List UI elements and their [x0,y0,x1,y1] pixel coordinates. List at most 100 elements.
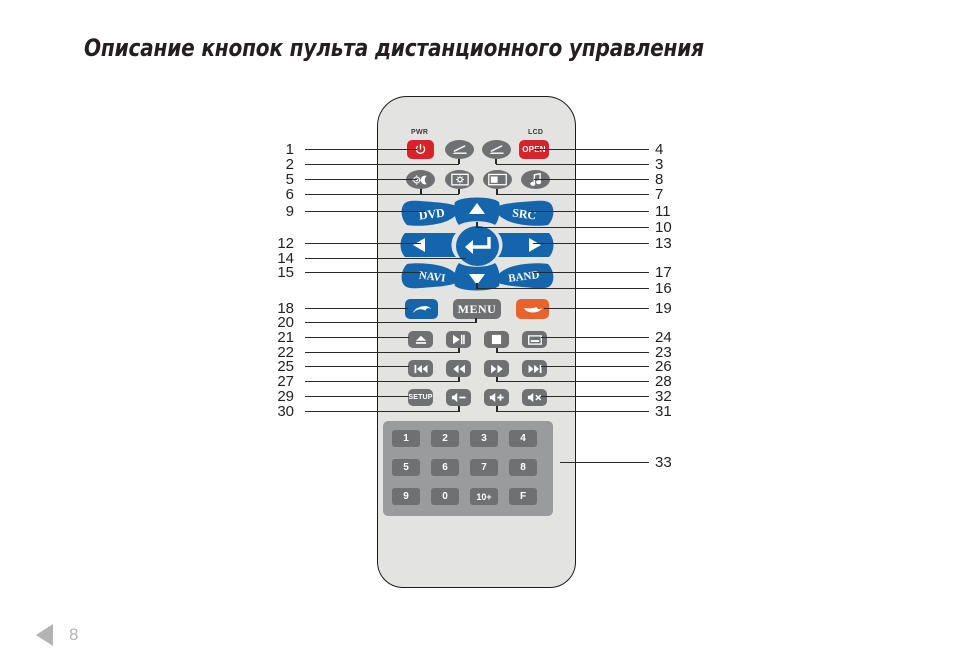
leader-20 [305,322,476,323]
nav-left-button[interactable] [397,229,458,261]
leader-2 [305,164,459,165]
leader-9 [305,211,425,212]
play-pause-button[interactable] [446,331,471,348]
key-1[interactable]: 1 [392,430,420,447]
leader-23 [496,352,649,353]
arrow-right-icon [498,233,554,257]
subtitle-icon [527,334,542,345]
volume-down-icon [451,392,466,403]
stop-button[interactable] [484,331,509,348]
callout-17: 17 [655,264,672,281]
page-title: Описание кнопок пульта дистанционного уп… [84,34,704,62]
volume-up-button[interactable] [484,389,509,406]
callout-1: 1 [285,141,294,158]
arrow-up-icon [454,197,500,225]
key-6[interactable]: 6 [431,459,459,476]
svg-text:BAND: BAND [508,269,540,285]
fast-forward-icon [490,364,503,373]
brightness-contrast-button[interactable] [406,170,435,189]
next-track-button[interactable] [522,360,547,377]
subtitle-button[interactable] [522,331,547,348]
tick-28 [496,377,498,382]
callout-26: 26 [655,358,672,375]
leader-11 [529,211,649,212]
callout-16: 16 [655,280,672,297]
tilt-down-button[interactable] [482,140,511,159]
display-mode-button[interactable] [483,170,512,189]
leader-27 [305,381,459,382]
callout-7: 7 [655,186,664,203]
mute-button[interactable] [522,389,547,406]
dvd-button[interactable]: DVD [399,199,461,227]
leader-19 [544,308,649,309]
key-0[interactable]: 0 [431,488,459,505]
eject-button[interactable] [408,331,433,348]
tilt-up-button[interactable] [445,140,474,159]
band-button[interactable]: BAND [494,262,556,290]
key-7[interactable]: 7 [470,459,498,476]
nav-right-button[interactable] [496,229,557,261]
nav-enter-button[interactable] [455,225,500,267]
power-button[interactable] [407,140,434,159]
power-icon [415,143,426,154]
nav-up-button[interactable] [452,195,502,226]
next-track-icon [528,364,541,373]
volume-down-button[interactable] [446,389,471,406]
enter-icon [456,226,499,266]
key-3[interactable]: 3 [470,430,498,447]
src-button[interactable]: SRC [494,199,556,227]
leader-4 [534,149,649,150]
key-4[interactable]: 4 [509,430,537,447]
navi-button[interactable]: NAVI [399,262,461,290]
call-answer-button[interactable] [405,299,438,319]
key-f[interactable]: F [509,488,537,505]
callout-27: 27 [277,373,294,390]
nav-down-button[interactable] [452,262,502,293]
menu-button[interactable]: MENU [453,299,501,319]
callout-10: 10 [655,219,672,236]
leader-12 [305,243,421,244]
tilt-up-icon [452,144,467,154]
previous-track-icon [414,364,427,373]
tick-3 [458,159,460,164]
callout-19: 19 [655,300,672,317]
previous-track-button[interactable] [408,360,433,377]
tick-16 [476,283,478,289]
callout-5: 5 [285,171,294,188]
key-10plus[interactable]: 10+ [470,488,498,505]
key-8[interactable]: 8 [509,459,537,476]
leader-31 [496,411,649,412]
key-2[interactable]: 2 [431,430,459,447]
callout-29: 29 [277,388,294,405]
triangle-left-icon[interactable] [36,624,53,646]
svg-text:NAVI: NAVI [418,269,446,284]
setup-button[interactable]: SETUP [408,389,433,406]
leader-15 [305,272,421,273]
eject-icon [415,335,426,344]
rewind-button[interactable] [446,360,471,377]
arrow-left-icon [400,233,456,257]
brightness-button[interactable] [445,170,474,189]
key-5[interactable]: 5 [392,459,420,476]
tick-27 [458,377,460,382]
tick-3b [495,159,497,164]
leader-24 [541,337,649,338]
callout-2: 2 [285,156,294,173]
display-mode-icon [488,173,507,186]
callout-6: 6 [285,186,294,203]
fast-forward-button[interactable] [484,360,509,377]
key-9[interactable]: 9 [392,488,420,505]
leader-13 [533,243,649,244]
footer: 8 [36,624,78,646]
leader-18 [305,308,408,309]
callout-33: 33 [655,454,672,471]
call-end-icon [523,306,542,313]
pwr-print-label: PWR [411,129,429,136]
tick-31 [496,406,498,412]
arrow-down-icon [454,263,500,291]
tilt-down-icon [489,144,504,154]
callout-23: 23 [655,344,672,361]
call-end-button[interactable] [516,299,549,319]
tick-22 [458,348,460,353]
tick-6 [420,189,422,194]
